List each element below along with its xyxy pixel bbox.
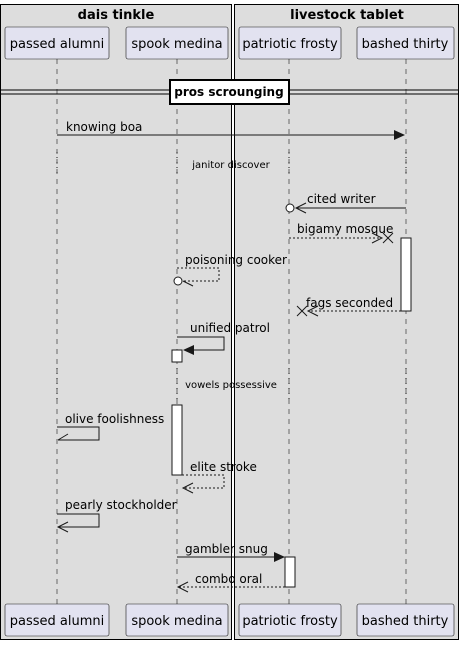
message-label: poisoning cooker (185, 253, 287, 267)
delay-label: janitor discover (191, 160, 270, 171)
message-line (182, 474, 225, 489)
arrowhead (394, 130, 405, 140)
arrowhead (57, 433, 69, 441)
group-box (234, 4, 459, 640)
participant-top-bashed-thirty: bashed thirty (356, 26, 455, 60)
participant-top-spook-medina: spook medina (125, 26, 229, 60)
message-knowing-boa: knowing boa (57, 120, 405, 140)
arrowhead (181, 482, 194, 494)
message-line (57, 426, 100, 441)
message-fags-seconded: fags seconded (296, 296, 401, 317)
group-title: dais tinkle (78, 8, 155, 23)
participant-label: bashed thirty (362, 614, 449, 629)
activation-spook-medina (171, 404, 183, 476)
participant-box (356, 26, 455, 60)
message-poisoning-cooker: poisoning cooker (173, 253, 287, 287)
destroy-mark (382, 232, 394, 244)
participant-top-passed-alumni: passed alumni (4, 26, 110, 60)
delay-vowels-possessive: vowels possessive (56, 368, 407, 402)
message-label: cited writer (307, 192, 376, 206)
delay-label: vowels possessive (185, 380, 277, 391)
message-elite-stroke: elite stroke (181, 460, 257, 494)
arrowhead (56, 521, 69, 533)
message-gambler-snug: gambler snug (177, 542, 285, 562)
destroy-mark (296, 305, 308, 317)
message-pearly-stockholder: pearly stockholder (56, 498, 177, 533)
arrowhead (371, 232, 384, 244)
message-label: knowing boa (66, 120, 142, 134)
group-dais-tinkle: dais tinkle (0, 4, 232, 640)
participant-label: patriotic frosty (242, 37, 338, 52)
message-line (57, 513, 100, 528)
activation-bashed-thirty (400, 237, 412, 312)
arrowhead (182, 280, 194, 287)
activation-spook-medina (171, 349, 183, 363)
participant-label: spook medina (131, 37, 222, 52)
participant-box (125, 603, 229, 637)
group-livestock-tablet: livestock tablet (234, 4, 459, 640)
arrowhead (294, 202, 307, 214)
message-label: combo oral (195, 572, 262, 586)
arrowhead (183, 345, 194, 355)
activation-patriotic-frosty (284, 556, 296, 588)
participant-label: spook medina (131, 614, 222, 629)
circle-endpoint (285, 203, 295, 213)
participant-box (238, 26, 342, 60)
participant-box (238, 603, 342, 637)
message-line (177, 336, 225, 351)
divider-box (169, 79, 290, 105)
message-label: gambler snug (185, 542, 268, 556)
message-label: unified patrol (190, 321, 270, 335)
message-label: fags seconded (306, 296, 393, 310)
message-line (177, 267, 220, 282)
message-olive-foolishness: olive foolishness (57, 412, 164, 441)
arrowhead (274, 552, 285, 562)
divider-label: pros scrounging (174, 85, 283, 99)
participant-bottom-spook-medina: spook medina (125, 603, 229, 637)
participant-box (4, 603, 110, 637)
message-label: elite stroke (190, 460, 257, 474)
participant-bottom-bashed-thirty: bashed thirty (356, 603, 455, 637)
participant-label: patriotic frosty (242, 614, 338, 629)
message-label: bigamy mosque (297, 222, 393, 236)
participant-bottom-patriotic-frosty: patriotic frosty (238, 603, 342, 637)
message-label: pearly stockholder (65, 498, 177, 512)
message-combo-oral: combo oral (176, 572, 285, 593)
participant-box (125, 26, 229, 60)
delay-janitor-discover: janitor discover (56, 152, 407, 175)
participant-label: passed alumni (10, 614, 104, 629)
participant-label: passed alumni (10, 37, 104, 52)
message-cited-writer: cited writer (285, 192, 406, 214)
group-box (0, 4, 232, 640)
arrowhead (176, 581, 189, 593)
arrowhead (306, 305, 319, 317)
participant-box (356, 603, 455, 637)
participant-bottom-passed-alumni: passed alumni (4, 603, 110, 637)
message-unified-patrol: unified patrol (177, 321, 270, 355)
message-bigamy-mosque: bigamy mosque (289, 222, 394, 244)
message-label: olive foolishness (65, 412, 164, 426)
participant-top-patriotic-frosty: patriotic frosty (238, 26, 342, 60)
group-title: livestock tablet (290, 8, 404, 23)
divider-pros-scrounging: pros scrounging (0, 79, 459, 105)
participant-label: bashed thirty (362, 37, 449, 52)
circle-endpoint (173, 276, 183, 286)
participant-box (4, 26, 110, 60)
